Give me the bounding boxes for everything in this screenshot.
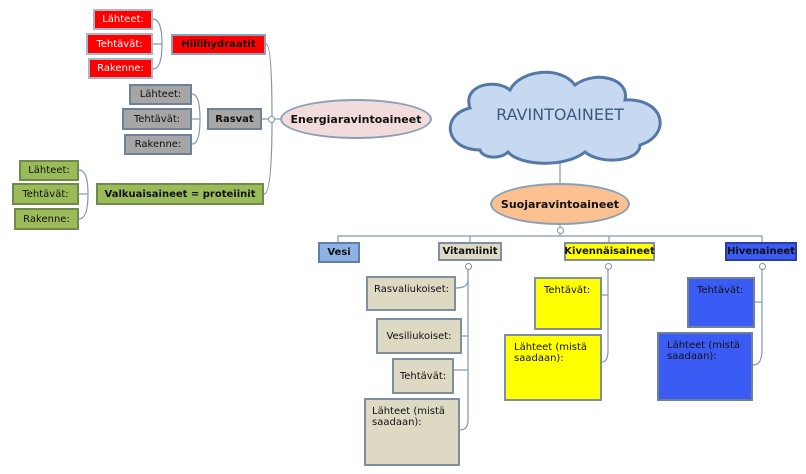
hiilihydraatit-tehtavat[interactable]: Tehtävät: [86, 33, 153, 55]
collapse-knob[interactable] [465, 263, 472, 270]
cloud-shape [448, 70, 662, 165]
vitamiinit-lahteet[interactable]: Lähteet (mistä saadaan): [364, 398, 460, 466]
collapse-knob[interactable] [605, 263, 612, 270]
hiilihydraatit-node[interactable]: Hiilihydraatit [171, 34, 266, 55]
vitamiinit-node[interactable]: Vitamiinit [438, 242, 502, 261]
vitamiinit-tehtavat[interactable]: Tehtävät: [392, 358, 454, 394]
vitamiinit-rasvaliukoiset[interactable]: Rasvaliukoiset: [366, 276, 456, 311]
proteiinit-tehtavat[interactable]: Tehtävät: [12, 183, 79, 205]
rasvat-lahteet[interactable]: Lähteet: [129, 84, 192, 105]
hivenaineet-tehtavat[interactable]: Tehtävät: [687, 277, 755, 328]
hivenaineet-lahteet[interactable]: Lähteet (mistä saadaan): [657, 332, 753, 401]
kivennaisaineet-lahteet[interactable]: Lähteet (mistä saadaan): [504, 334, 602, 401]
energiaravintoaineet-node[interactable]: Energiaravintoaineet [280, 99, 432, 139]
hiilihydraatit-rakenne[interactable]: Rakenne: [88, 58, 153, 79]
vesi-node[interactable]: Vesi [318, 242, 360, 263]
rasvat-rakenne[interactable]: Rakenne: [124, 134, 192, 155]
collapse-knob[interactable] [268, 116, 275, 123]
kivennaisaineet-node[interactable]: Kivennäisaineet [564, 242, 655, 261]
collapse-knob[interactable] [759, 263, 766, 270]
suojaravintoaineet-node[interactable]: Suojaravintoaineet [490, 183, 630, 225]
hiilihydraatit-lahteet[interactable]: Lähteet: [93, 9, 153, 30]
rasvat-node[interactable]: Rasvat [207, 108, 262, 130]
vitamiinit-vesiliukoiset[interactable]: Vesiliukoiset: [376, 318, 462, 354]
hivenaineet-node[interactable]: Hivenaineet [725, 242, 797, 261]
proteiinit-lahteet[interactable]: Lähteet: [19, 160, 79, 181]
proteiinit-node[interactable]: Valkuaisaineet = proteiinit [96, 183, 264, 205]
collapse-knob[interactable] [557, 227, 564, 234]
proteiinit-rakenne[interactable]: Rakenne: [14, 208, 79, 230]
rasvat-tehtavat[interactable]: Tehtävät: [122, 108, 192, 130]
kivennaisaineet-tehtavat[interactable]: Tehtävät: [534, 277, 602, 330]
